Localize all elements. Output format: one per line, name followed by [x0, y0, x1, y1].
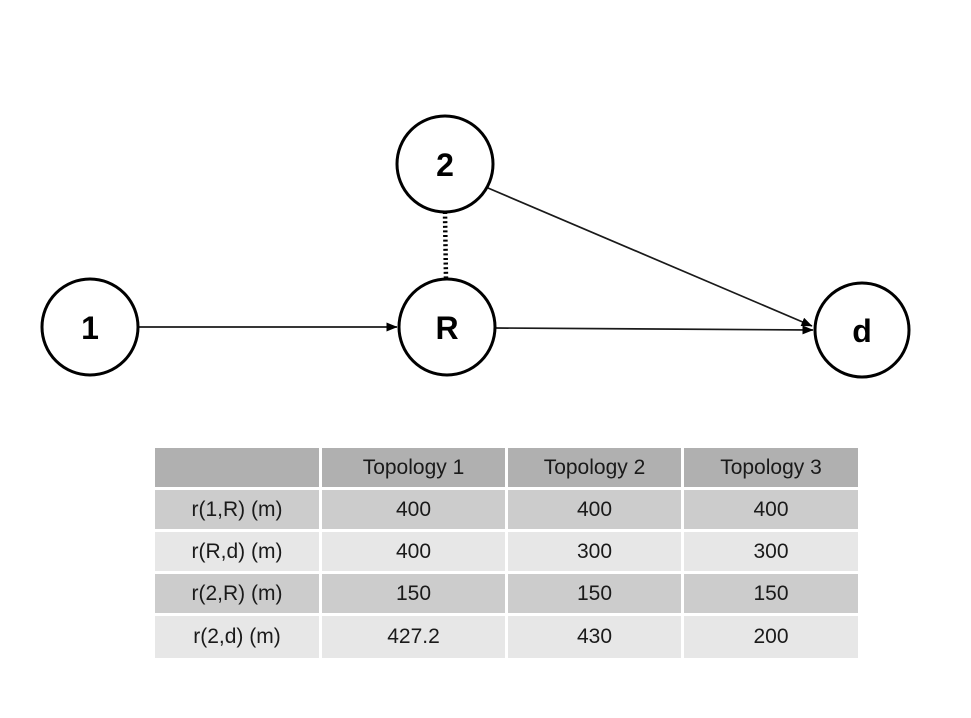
table-row: r(R,d) (m) 400 300 300: [155, 532, 858, 574]
table-corner-cell: [155, 448, 322, 490]
cell-r2d-topology-1: 427.2: [322, 616, 508, 658]
table-body: r(1,R) (m) 400 400 400 r(R,d) (m) 400 30…: [155, 490, 858, 658]
table-row: r(2,d) (m) 427.2 430 200: [155, 616, 858, 658]
node-2[interactable]: 2: [395, 114, 495, 214]
node-d-circle: [813, 281, 911, 379]
node-R-circle: [397, 277, 497, 377]
edge-2-to-R-dotted: [442, 211, 449, 281]
cell-r2d-topology-3: 200: [684, 616, 858, 658]
node-1-label: 1: [81, 310, 99, 346]
edge-R-to-d: [494, 325, 814, 335]
cell-r1R-topology-2: 400: [508, 490, 684, 532]
network-topology-diagram: 1 2 R d: [40, 114, 911, 379]
table-header-row: Topology 1 Topology 2 Topology 3: [155, 448, 858, 490]
row-label-r2d: r(2,d) (m): [155, 616, 322, 658]
node-R-label: R: [435, 310, 458, 346]
cell-rRd-topology-3: 300: [684, 532, 858, 574]
node-2-label: 2: [436, 147, 454, 183]
cell-r2R-topology-1: 150: [322, 574, 508, 616]
cell-r2R-topology-2: 150: [508, 574, 684, 616]
cell-rRd-topology-2: 300: [508, 532, 684, 574]
cell-r1R-topology-1: 400: [322, 490, 508, 532]
table-header: Topology 1 Topology 2 Topology 3: [155, 448, 858, 490]
node-1[interactable]: 1: [40, 277, 140, 377]
column-header-topology-2: Topology 2: [508, 448, 684, 490]
table-row: r(1,R) (m) 400 400 400: [155, 490, 858, 532]
cell-r1R-topology-3: 400: [684, 490, 858, 532]
node-d-label: d: [852, 313, 872, 349]
row-label-r1R: r(1,R) (m): [155, 490, 322, 532]
cell-r2d-topology-2: 430: [508, 616, 684, 658]
column-header-topology-3: Topology 3: [684, 448, 858, 490]
column-header-topology-1: Topology 1: [322, 448, 508, 490]
cell-r2R-topology-3: 150: [684, 574, 858, 616]
row-label-rRd: r(R,d) (m): [155, 532, 322, 574]
node-2-circle: [395, 114, 495, 214]
node-d[interactable]: d: [813, 281, 911, 379]
cell-rRd-topology-1: 400: [322, 532, 508, 574]
topology-parameters-table: Topology 1 Topology 2 Topology 3 r(1,R) …: [155, 448, 858, 658]
row-label-r2R: r(2,R) (m): [155, 574, 322, 616]
table-row: r(2,R) (m) 150 150 150: [155, 574, 858, 616]
edge-2-to-d: [487, 187, 813, 327]
node-1-circle: [40, 277, 140, 377]
node-R[interactable]: R: [397, 277, 497, 377]
